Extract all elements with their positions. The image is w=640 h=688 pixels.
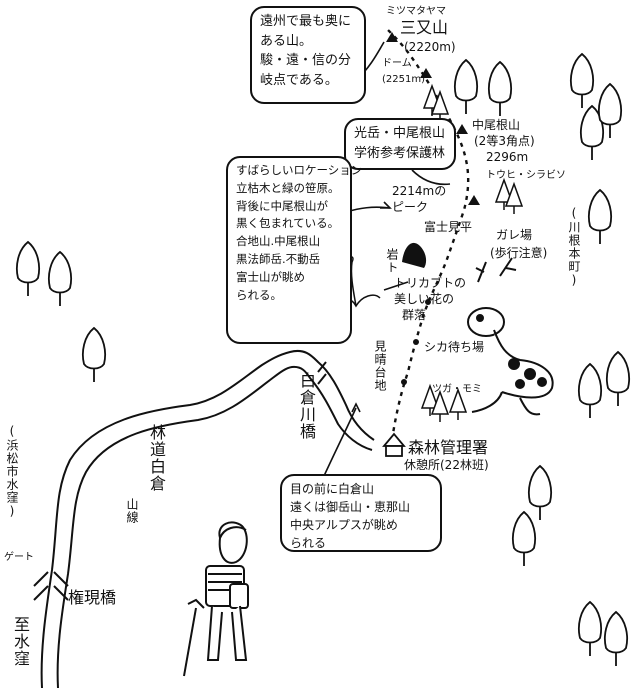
tree-icon xyxy=(487,61,513,117)
protected-forest-bubble: 光岳・中尾根山 学術参考保護林 xyxy=(344,118,456,170)
nakaone-peak-icon xyxy=(456,124,468,134)
peak-2214-icon xyxy=(468,195,480,205)
deer-icon xyxy=(467,257,554,416)
shirakura-bridge-label: 白倉川橋 xyxy=(297,372,316,440)
gongen-bridge-icon xyxy=(33,571,69,601)
dome-name: ドーム xyxy=(382,58,412,69)
hamamatsu-label: (浜松市水窪) xyxy=(5,424,19,519)
touhi-label: トウヒ・シラビソ xyxy=(486,170,566,181)
hut-icon xyxy=(382,432,406,457)
tree-icon xyxy=(605,351,631,407)
tree-icon xyxy=(15,241,41,297)
bubble-line: 富士山が眺め xyxy=(236,269,305,284)
rindo-label: 林道白倉 xyxy=(147,424,166,492)
nakaone-name: 中尾根山 xyxy=(472,118,521,132)
tree-icon xyxy=(527,465,553,521)
tree-icon xyxy=(603,611,629,667)
torikabuto-line2: 美しい花の xyxy=(394,292,455,306)
kanri-label: 森林管理署 xyxy=(408,438,489,457)
dome-peak-icon xyxy=(420,68,432,78)
tsuga-label: ツガ・モミ xyxy=(432,384,482,395)
sanmata-elevation: (2220m) xyxy=(404,40,456,54)
rock-outcrop-icon xyxy=(402,242,427,268)
tree-icon xyxy=(47,251,73,307)
tree-icon xyxy=(569,53,595,109)
bubble-line: 駿・遠・信の分 xyxy=(260,53,352,68)
tree-icon xyxy=(511,511,537,567)
bubble-line: 遠州で最も奥に xyxy=(260,14,352,29)
sanmata-reading: ミツマタヤマ xyxy=(386,6,446,17)
trail-marker xyxy=(413,339,419,345)
mizukubo-label: 至水窪 xyxy=(11,616,30,667)
gongen-bridge-label: 権現橋 xyxy=(68,588,117,607)
shirakura-view-bubble: 目の前に白倉山 遠くは御岳山・恵那山 中央アルプスが眺め られる xyxy=(280,474,442,552)
bubble-line: られる。 xyxy=(236,287,282,302)
bubble-line: ある山。 xyxy=(260,33,313,49)
trail-marker xyxy=(401,379,407,385)
tree-icon xyxy=(81,327,107,383)
fujimi-label: 富士見平 xyxy=(424,220,473,234)
conifer-icon xyxy=(505,183,523,215)
location-note-bubble: すばらしいロケーション 立枯木と緑の笹原。 背後に中尾根山が 黒く包まれている。… xyxy=(226,156,363,344)
peak-2214-line1: 2214mの xyxy=(392,184,447,198)
sanmata-peak-icon xyxy=(386,32,398,42)
bubble-line: 学術参考保護林 xyxy=(354,145,446,161)
bubble-line: 背後に中尾根山が xyxy=(236,198,328,213)
enshu-note-bubble: 遠州で最も奥に ある山。 駿・遠・信の分 岐点である。 xyxy=(250,6,366,104)
sanmata-name: 三又山 xyxy=(400,18,449,37)
tree-icon xyxy=(587,189,613,245)
torikabuto-line3: 群落 xyxy=(402,308,427,322)
hiker-icon xyxy=(183,521,249,677)
tree-icon xyxy=(577,363,603,419)
yamasen-label: 山線 xyxy=(125,498,139,524)
bubble-line: 黒法師岳.不動岳 xyxy=(236,252,321,267)
bubble-line: 岐点である。 xyxy=(260,72,338,88)
forest-road-left-edge xyxy=(40,350,375,688)
nakaone-note: (2等3角点) xyxy=(474,134,535,148)
bubble-line: 合地山.中尾根山 xyxy=(236,234,321,249)
dome-elevation: (2251m) xyxy=(382,74,425,85)
miharashi-label: 見晴台地 xyxy=(373,340,387,392)
shika-label: シカ待ち場 xyxy=(424,340,485,354)
bubble-line: 黒く包まれている。 xyxy=(236,216,340,231)
iwagoya-label: 岩ト xyxy=(385,248,399,274)
caution-label: (歩行注意) xyxy=(490,246,548,260)
kyukei-label: 休憩所(22林班) xyxy=(404,458,489,472)
bubble-line: すばらしいロケーション xyxy=(236,163,363,177)
bubble-line: 遠くは御岳山・恵那山 xyxy=(290,500,411,514)
shirakura-bridge-icon xyxy=(317,361,327,385)
nakaone-elevation: 2296m xyxy=(486,150,529,164)
forest-road-right-edge xyxy=(56,365,373,688)
bubble-line: 立枯木と緑の笹原。 xyxy=(236,180,340,195)
torikabuto-line1: トリカブトの xyxy=(394,276,467,290)
peak-2214-line2: ピーク xyxy=(392,200,429,214)
tree-icon xyxy=(577,601,603,657)
kawane-label: (川根本町) xyxy=(567,206,581,288)
garaba-label: ガレ場 xyxy=(496,228,533,242)
bubble-line: 目の前に白倉山 xyxy=(290,482,375,496)
bubble-line: 中央アルプスが眺め xyxy=(290,518,398,532)
gate-label: ゲート xyxy=(4,552,34,563)
bubble-line: られる xyxy=(290,536,327,550)
bubble-line: 光岳・中尾根山 xyxy=(354,126,446,141)
tree-icon xyxy=(453,59,479,115)
trail-marker xyxy=(425,299,431,305)
